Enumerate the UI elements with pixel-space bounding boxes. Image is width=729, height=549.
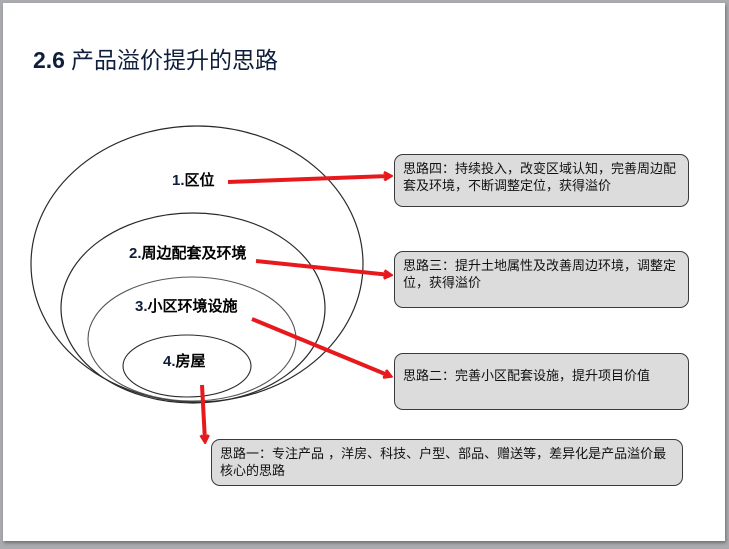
callout-idea-1: 思路一：专注产品 ，洋房、科技、户型、部品、赠送等，差异化是产品溢价最核心的思路 bbox=[211, 439, 683, 486]
arrow-location-to-idea4 bbox=[227, 176, 390, 184]
ellipse-location bbox=[30, 125, 364, 403]
ellipse-house bbox=[122, 334, 252, 398]
level-label-community: 3.小区环境设施 bbox=[135, 297, 238, 315]
arrow-house-to-idea1 bbox=[202, 384, 205, 441]
level-label-location: 1.区位 bbox=[172, 171, 215, 189]
title-number: 2.6 bbox=[33, 47, 65, 73]
ellipse-surroundings bbox=[60, 212, 326, 404]
arrow-community-to-idea2 bbox=[251, 317, 390, 376]
callout-idea-3: 思路三：提升土地属性及改善周边环境，调整定位，获得溢价 bbox=[394, 251, 689, 308]
callout-idea-4: 思路四：持续投入，改变区域认知，完善周边配套及环境，不断调整定位，获得溢价 bbox=[394, 154, 689, 207]
title-text: 产品溢价提升的思路 bbox=[70, 48, 278, 74]
nested-ellipse-diagram bbox=[30, 125, 725, 541]
arrow-surroundings-to-idea3 bbox=[255, 259, 390, 275]
callout-idea-2: 思路二：完善小区配套设施，提升项目价值 bbox=[394, 353, 689, 410]
level-label-house: 4.房屋 bbox=[163, 352, 206, 370]
level-label-surroundings: 2.周边配套及环境 bbox=[129, 244, 247, 262]
